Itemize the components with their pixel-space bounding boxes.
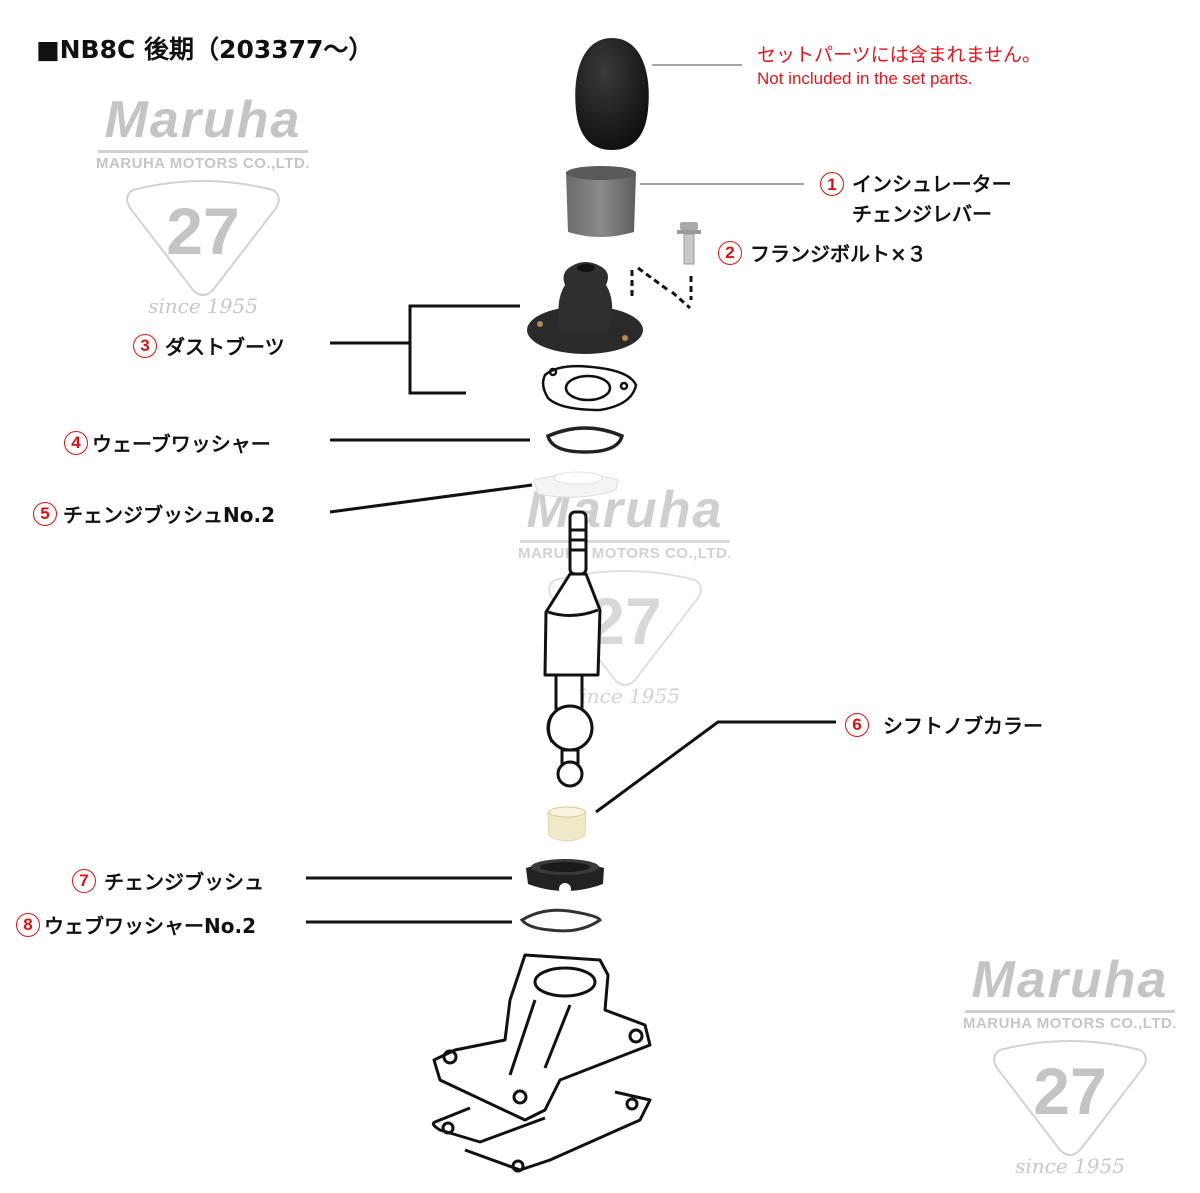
part-number-badge: 5	[33, 501, 57, 526]
knob-collar-icon	[547, 806, 587, 842]
watermark-rule	[98, 150, 308, 153]
shift-knob-icon	[575, 38, 649, 150]
flange-bolt-icon	[677, 222, 701, 265]
watermark-triangle-icon: 27	[126, 180, 280, 296]
page-title: ■NB8C 後期（203377〜）	[36, 35, 374, 64]
svg-text:27: 27	[166, 194, 239, 268]
part-number-badge: 6	[845, 712, 869, 737]
white-bushing-icon	[533, 471, 619, 498]
part-name: チェンジブッシュ	[104, 870, 264, 894]
part-label-4: 4 ウェーブワッシャー	[64, 428, 271, 457]
watermark-company: MARUHA MOTORS CO.,LTD.	[95, 155, 311, 172]
part-number-badge: 7	[72, 868, 96, 893]
part-name: ダストブーツ	[165, 335, 285, 359]
foam-insulator-icon	[566, 166, 636, 237]
part-number-badge: 8	[16, 912, 40, 937]
part-label-6: 6 シフトノブカラー	[845, 710, 1043, 739]
part-number-badge: 4	[64, 430, 88, 455]
watermark-since: since 1955	[148, 294, 258, 318]
svg-text:27: 27	[1033, 1054, 1106, 1128]
gasket-icon	[541, 364, 638, 412]
part-name: シフトノブカラー	[883, 714, 1043, 738]
watermark-top-left: Maruha MARUHA MOTORS CO.,LTD. 27 since 1…	[78, 92, 328, 318]
part-label-3: 3 ダストブーツ	[133, 331, 285, 360]
watermark-since: since 1955	[570, 684, 680, 708]
black-bushing-icon	[526, 859, 604, 895]
part-label-5: 5 チェンジブッシュNo.2	[33, 499, 275, 528]
leader-line-3	[330, 304, 520, 395]
watermark-brand: Maruha	[104, 91, 302, 149]
part-number-badge: 2	[718, 240, 742, 265]
watermark-triangle-icon: 27	[993, 1040, 1147, 1156]
part-number-badge: 3	[133, 333, 157, 358]
part-name: ウェーブワッシャー	[92, 432, 271, 456]
watermark-company: MARUHA MOTORS CO.,LTD.	[962, 1015, 1178, 1032]
watermark-rule	[965, 1010, 1175, 1013]
leader-line-6	[595, 720, 836, 814]
part-name: インシュレーター チェンジレバー	[852, 172, 1012, 226]
part-number-badge: 1	[820, 172, 844, 196]
bolt-path-lines	[630, 266, 693, 310]
part-label-8: 8 ウェブワッシャーNo.2	[16, 910, 256, 939]
part-name: チェンジブッシュNo.2	[63, 503, 275, 527]
leader-line-5	[329, 483, 533, 514]
watermark-brand: Maruha	[971, 951, 1169, 1009]
part-name: フランジボルト×３	[750, 242, 927, 266]
watermark-bottom-right: Maruha MARUHA MOTORS CO.,LTD. 27 since 1…	[945, 952, 1195, 1178]
shift-lever-icon	[543, 510, 602, 788]
part-label-7: 7 チェンジブッシュ	[72, 866, 264, 895]
part-name: ウェブワッシャーNo.2	[44, 914, 256, 938]
dust-boot-icon	[527, 262, 643, 354]
note-en: Not included in the set parts.	[757, 69, 973, 88]
watermark-since: since 1955	[1015, 1154, 1125, 1178]
note-jp: セットパーツには含まれません。	[757, 45, 1042, 66]
shifter-housing-icon	[431, 953, 652, 1173]
wave-washer-icon	[545, 426, 625, 454]
part-label-2: 2 フランジボルト×３	[718, 238, 927, 267]
not-included-note: セットパーツには含まれません。 Not included in the set …	[757, 44, 1041, 90]
part-label-1: 1 インシュレーター チェンジレバー	[820, 172, 1012, 229]
wave-washer-no2-icon	[519, 908, 602, 933]
watermark-rule	[520, 540, 730, 543]
